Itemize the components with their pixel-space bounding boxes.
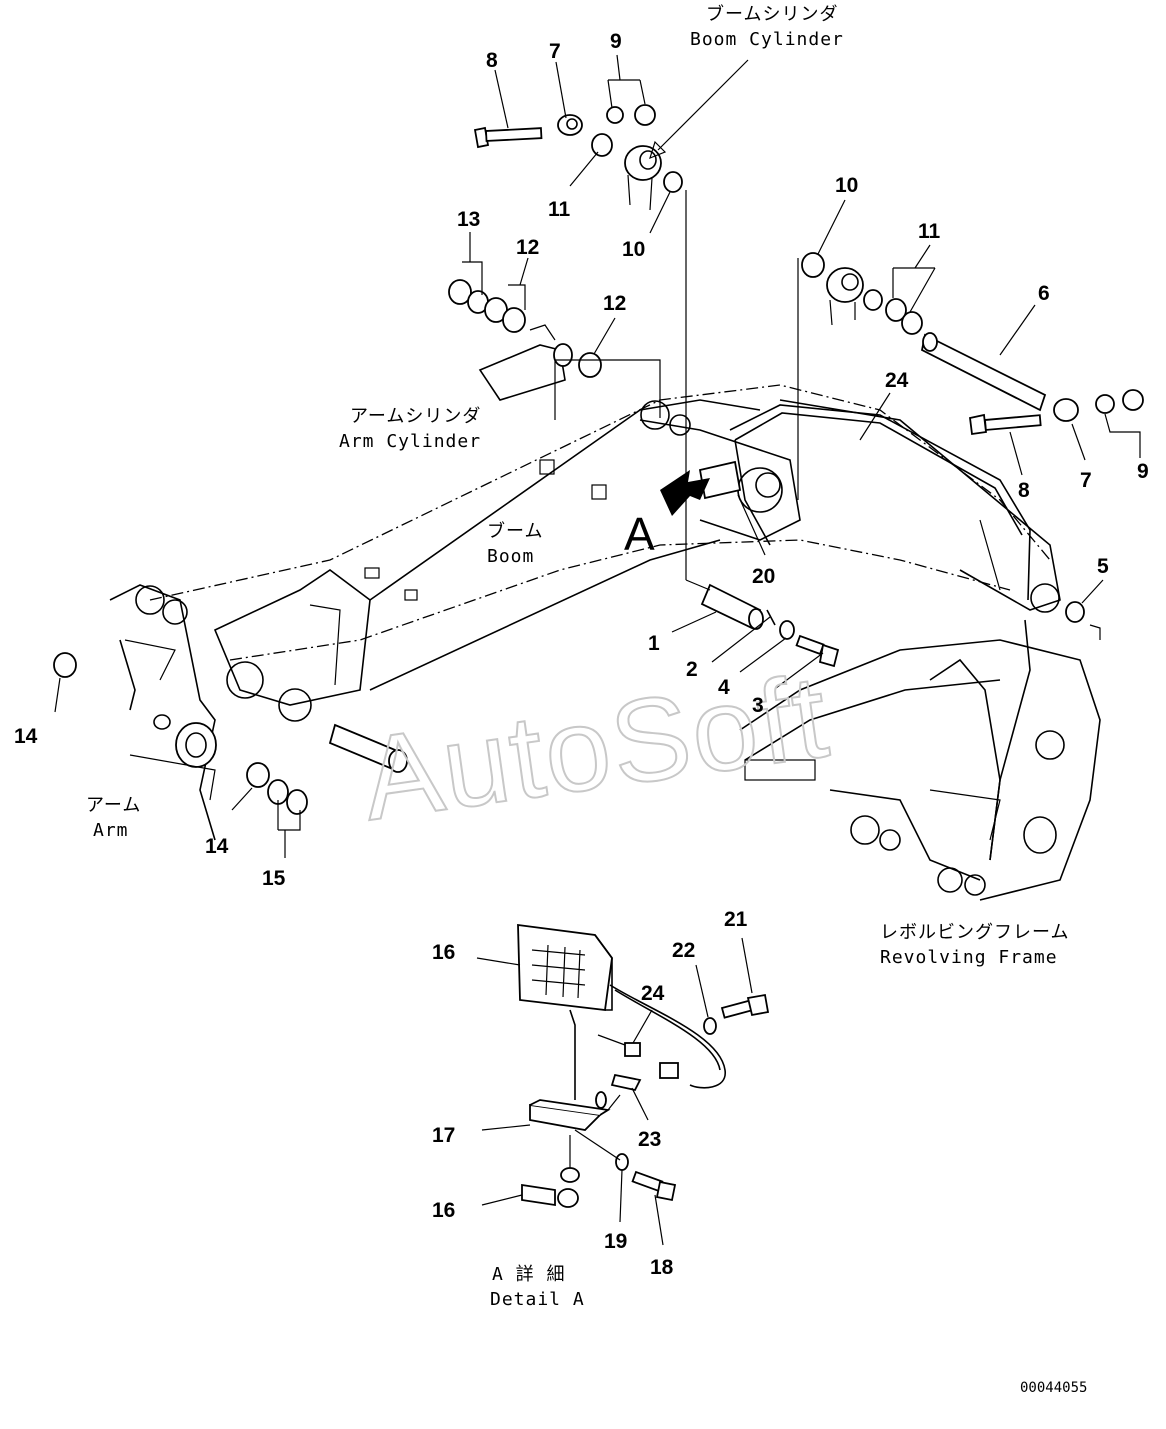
callout-8-right: 8 — [1018, 479, 1030, 502]
revolving-frame-caption: Revolving Frame — [880, 947, 1058, 968]
callout-14-left: 14 — [14, 725, 38, 748]
captions: ブームシリンダ Boom Cylinder アームシリンダ Arm Cylind… — [86, 3, 1069, 1310]
callout-11-top: 11 — [548, 198, 571, 221]
callout-1: 1 — [648, 632, 660, 655]
callout-12-a: 12 — [516, 236, 539, 259]
detail-a-drawing — [517, 923, 770, 1208]
callout-6: 6 — [1038, 282, 1050, 305]
detail-a-caption-jp: A 詳 細 — [492, 1264, 566, 1285]
document-id: 00044055 — [1020, 1380, 1087, 1396]
boom-drawing — [149, 384, 1061, 722]
callout-3: 3 — [752, 694, 764, 717]
callout-7-top: 7 — [549, 40, 561, 63]
boom-cylinder-caption: Boom Cylinder — [690, 29, 844, 50]
callout-11-right: 11 — [918, 220, 941, 243]
callout-8-top: 8 — [486, 49, 498, 72]
callout-15: 15 — [262, 867, 286, 890]
callout-10-right: 10 — [835, 174, 858, 197]
callouts: 8 7 9 11 10 13 12 12 10 11 6 24 8 7 9 20… — [14, 30, 1149, 1279]
callout-4: 4 — [718, 676, 730, 699]
top-hardware — [448, 104, 1144, 623]
callout-9-right: 9 — [1137, 460, 1149, 483]
arm-caption-jp: アーム — [86, 795, 141, 816]
arm-cylinder-caption-jp: アームシリンダ — [350, 406, 481, 427]
callout-13: 13 — [457, 208, 480, 231]
revolving-frame-caption-jp: レボルビングフレーム — [880, 922, 1069, 943]
callout-16-nut: 16 — [432, 1199, 455, 1222]
boom-cylinder-caption-jp: ブームシリンダ — [706, 3, 838, 25]
callout-10-top: 10 — [622, 238, 645, 261]
callout-21: 21 — [724, 908, 748, 931]
watermark: AutoSoft — [354, 650, 836, 846]
callout-17: 17 — [432, 1124, 455, 1147]
arrow-a-label: A — [624, 508, 655, 560]
callout-12-b: 12 — [603, 292, 626, 315]
callout-19: 19 — [604, 1230, 627, 1253]
callout-18: 18 — [650, 1256, 674, 1279]
callout-23: 23 — [638, 1128, 661, 1151]
boom-caption-jp: ブーム — [487, 520, 543, 542]
callout-5: 5 — [1097, 555, 1109, 578]
centre-pin-hardware — [53, 583, 840, 815]
arm-drawing — [109, 584, 217, 841]
callout-16-lamp: 16 — [432, 941, 455, 964]
leader-lines — [54, 54, 1141, 1246]
callout-24-boom: 24 — [885, 369, 909, 392]
callout-7-right: 7 — [1080, 469, 1092, 492]
callout-14-bottom: 14 — [205, 835, 229, 858]
revolving-frame-drawing — [739, 619, 1101, 901]
arrow-a-marker: A — [624, 470, 710, 560]
arm-caption: Arm — [93, 820, 129, 841]
arm-cylinder-caption: Arm Cylinder — [339, 431, 481, 452]
callout-2: 2 — [686, 658, 698, 681]
detail-a-caption: Detail A — [490, 1289, 585, 1310]
callout-22: 22 — [672, 939, 695, 962]
callout-20: 20 — [752, 565, 775, 588]
callout-24-detail: 24 — [641, 982, 665, 1005]
callout-9-top: 9 — [610, 30, 622, 53]
boom-caption: Boom — [487, 546, 534, 567]
